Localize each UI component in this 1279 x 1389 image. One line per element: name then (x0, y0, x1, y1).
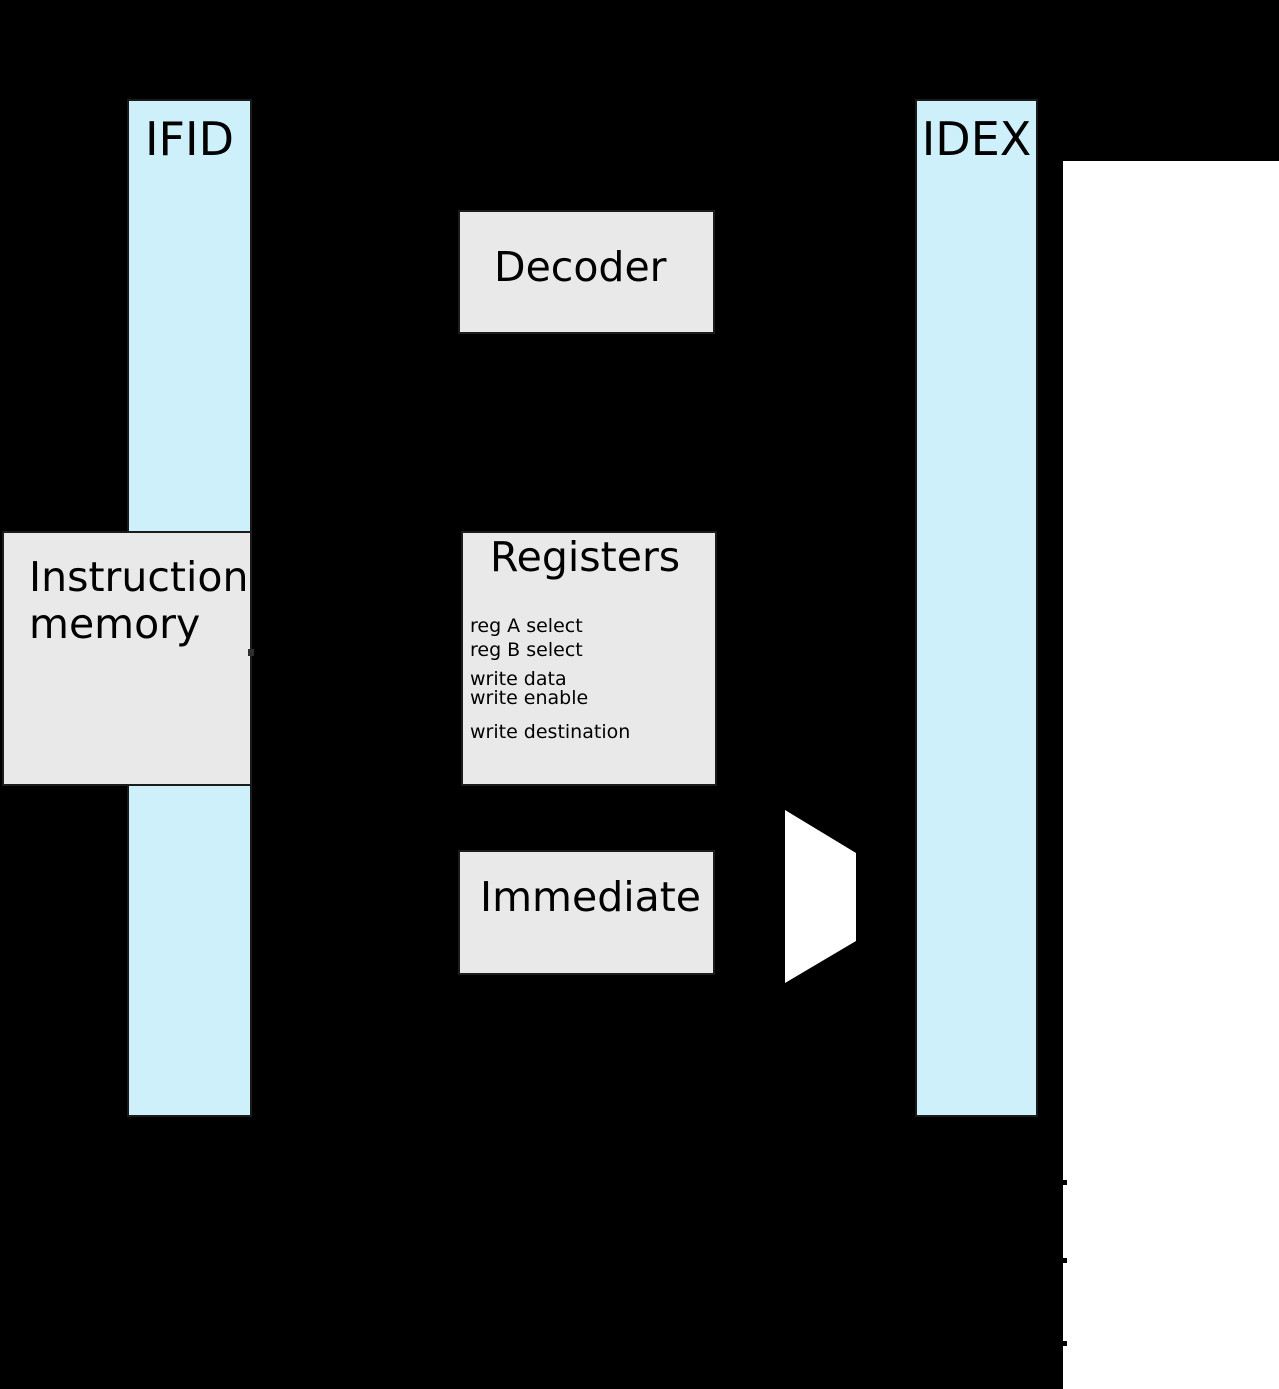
wire-stub (248, 649, 254, 656)
wire-stub (1060, 1341, 1067, 1346)
idex-pipeline-register: IDEX (915, 99, 1038, 1117)
ifid-label: IFID (144, 112, 234, 166)
instruction-memory-block: Instruction memory (2, 531, 252, 786)
idex-label: IDEX (921, 112, 1032, 166)
decoder-block: Decoder (458, 210, 715, 334)
registers-port-reg-a-select: reg A select (470, 615, 583, 637)
registers-port-write-destination: write destination (470, 721, 631, 743)
registers-block: Registers reg A select reg B select writ… (461, 531, 717, 786)
mux-trapezoid-icon (785, 810, 856, 983)
instruction-memory-label: Instruction memory (29, 553, 249, 648)
decoder-label: Decoder (494, 243, 667, 291)
registers-title: Registers (490, 533, 681, 581)
registers-port-write-enable: write enable (470, 687, 589, 709)
immediate-block: Immediate (458, 850, 715, 975)
registers-port-write-data: write data (470, 668, 567, 690)
wire-stub (1060, 1180, 1067, 1185)
immediate-label: Immediate (480, 873, 702, 921)
white-panel (1063, 161, 1279, 1389)
registers-port-reg-b-select: reg B select (470, 639, 583, 661)
wire-stub (1060, 1258, 1067, 1263)
